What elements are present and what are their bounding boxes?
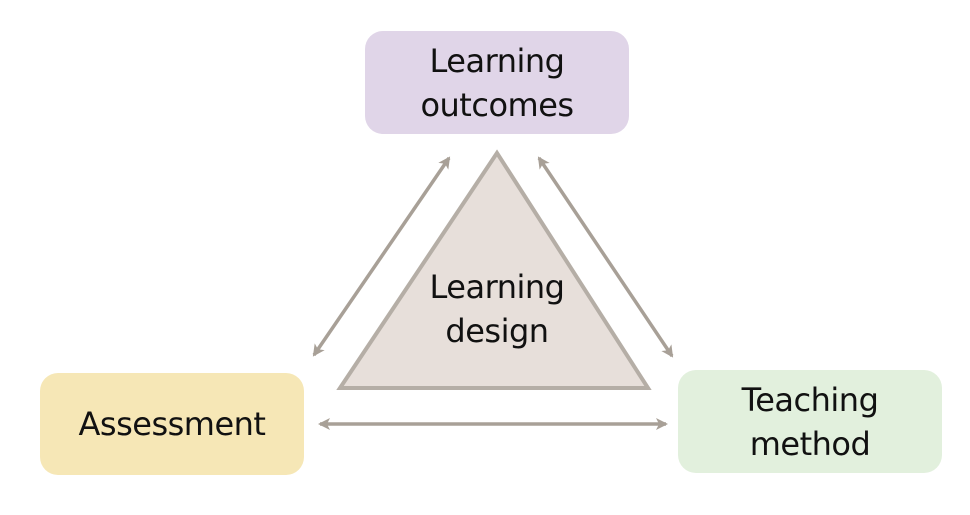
assessment-node: Assessment — [40, 373, 304, 475]
teaching-method-line1: Teaching — [741, 380, 879, 419]
learning-design-line2: design — [445, 312, 549, 350]
learning-design-line1: Learning — [429, 268, 565, 306]
learning-outcomes-node: Learning outcomes — [365, 31, 629, 134]
arrow-outcomes-assessment — [312, 156, 451, 357]
teaching-method-node: Teaching method — [678, 370, 942, 473]
arrow-outcomes-teaching — [537, 156, 674, 358]
learning-outcomes-line1: Learning — [429, 41, 565, 80]
assessment-label: Assessment — [78, 405, 266, 443]
learning-outcomes-line2: outcomes — [420, 85, 574, 124]
teaching-method-line2: method — [749, 424, 871, 463]
learning-design-label: Learning design — [397, 265, 597, 353]
